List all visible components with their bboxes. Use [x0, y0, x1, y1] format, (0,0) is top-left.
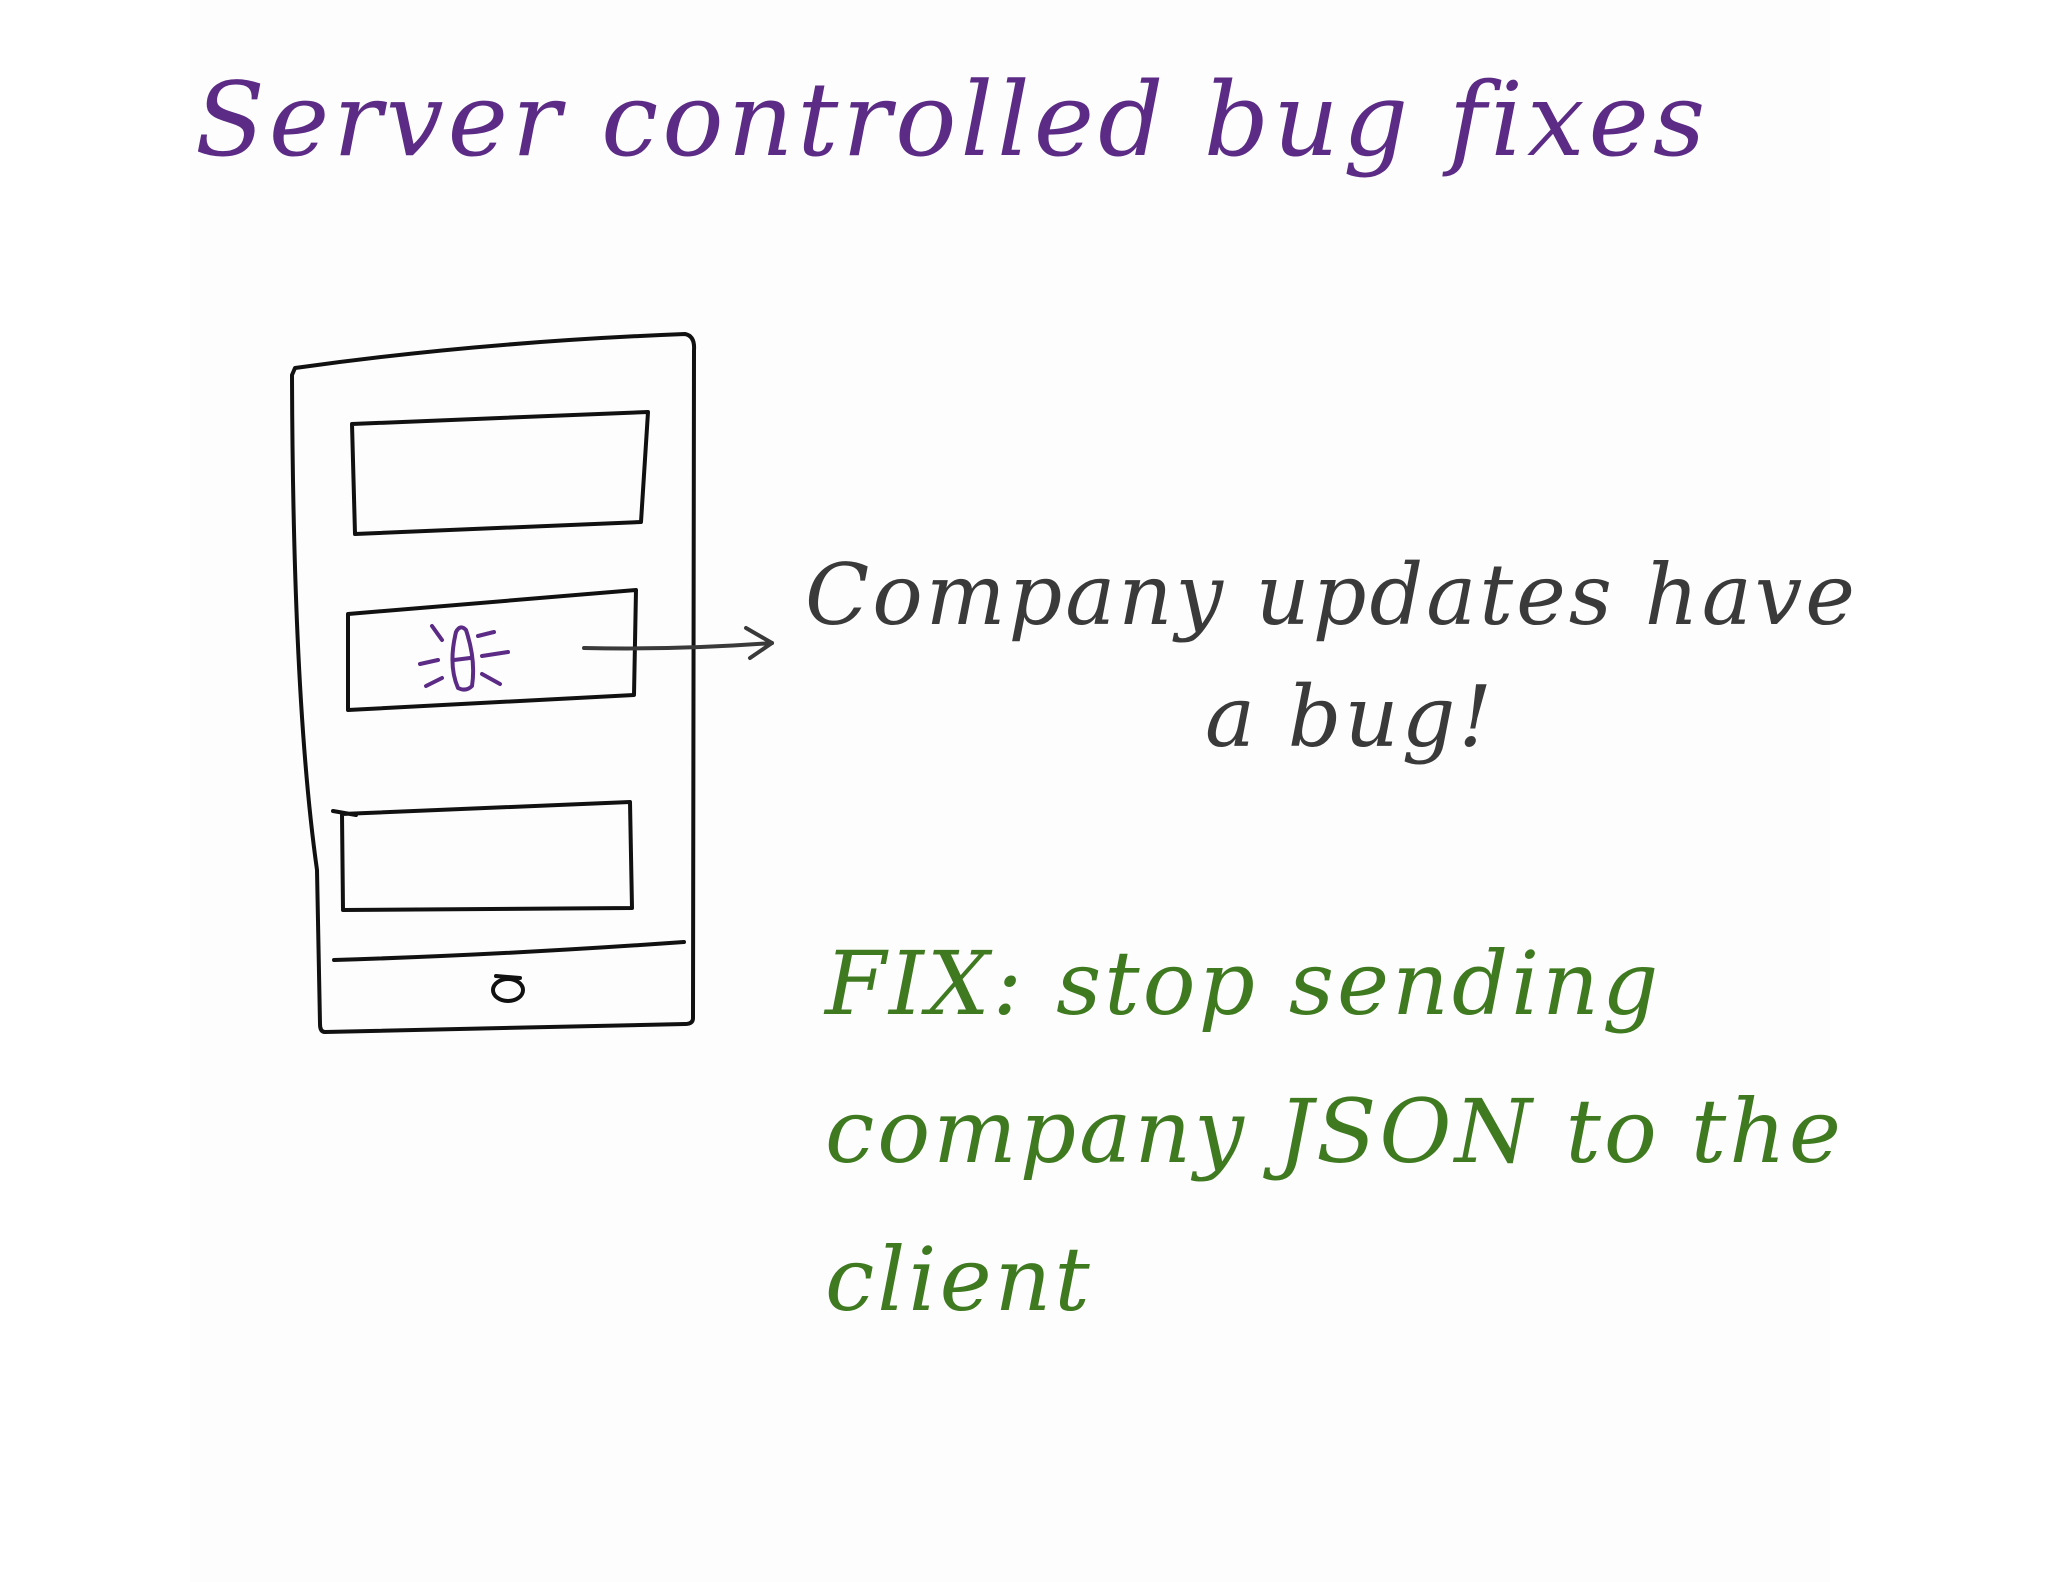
bottom-bar-divider — [332, 940, 686, 962]
fix-line-2: company JSON to the — [825, 1079, 1844, 1183]
content-card-bottom — [331, 800, 634, 912]
content-card-top — [350, 410, 650, 536]
annotation-line-1: Company updates have — [805, 546, 1858, 644]
page-title: Server controlled bug fixes — [195, 61, 1710, 180]
fix-line-3: client — [825, 1227, 1093, 1331]
annotation-line-2: a bug! — [1205, 667, 1496, 766]
phone-outline — [290, 332, 697, 1034]
whiteboard-canvas — [190, 0, 1830, 1582]
arrow-right-icon — [582, 626, 774, 660]
bug-icon — [418, 624, 510, 692]
fix-line-1: FIX: stop sending — [825, 932, 1662, 1035]
fix-note: FIX: stop sending company JSON to the cl… — [825, 910, 1844, 1353]
bug-annotation: Company updates have a bug! — [805, 535, 1858, 779]
content-card-buggy — [346, 588, 638, 712]
home-button-icon — [491, 974, 525, 1003]
